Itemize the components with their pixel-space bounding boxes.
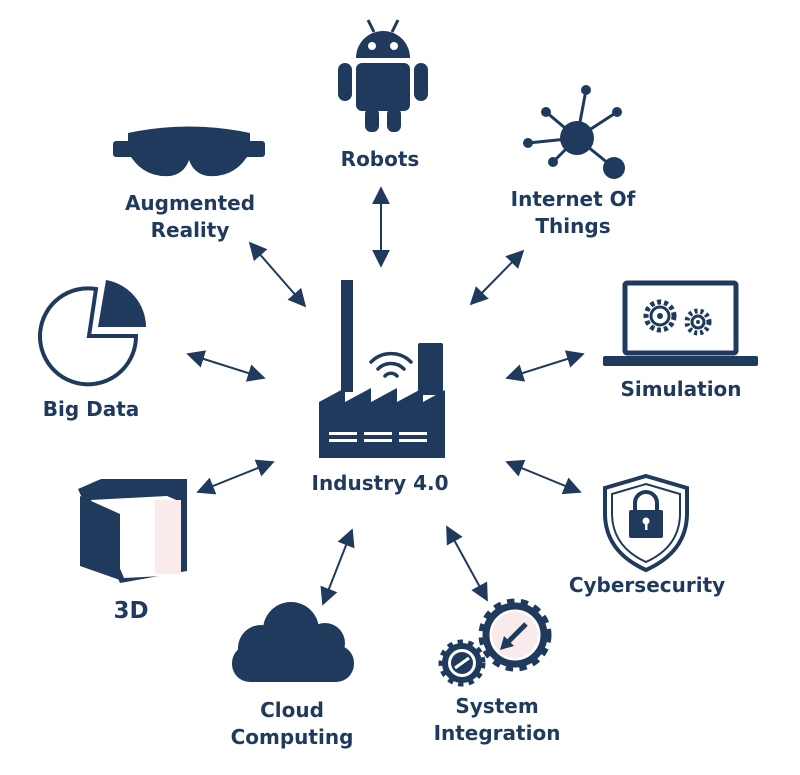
node-label-ar: Augmented Reality xyxy=(124,191,256,242)
ar-glasses-icon xyxy=(113,126,265,177)
center-label: Industry 4.0 xyxy=(311,471,449,495)
node-label-iot: Internet Of Things xyxy=(510,187,636,238)
node-label-3d: 3D xyxy=(113,598,149,624)
node-label-robots: Robots xyxy=(340,147,420,171)
node-label-cybersecurity: Cybersecurity xyxy=(568,573,726,597)
connector-cloud xyxy=(320,528,355,606)
cloud-icon xyxy=(232,602,354,682)
connector-sysint xyxy=(446,525,488,602)
connector-iot xyxy=(469,249,525,306)
wifi-icon xyxy=(369,351,413,378)
cube-icon xyxy=(78,479,187,583)
node-label-cloud: Cloud Computing xyxy=(230,698,354,749)
shield-lock-icon xyxy=(603,473,689,573)
network-nodes-icon xyxy=(523,85,625,179)
factory-icon xyxy=(319,280,445,458)
pie-chart-icon xyxy=(38,280,146,387)
node-label-sysint: System Integration xyxy=(433,694,561,745)
gears-icon xyxy=(438,598,552,687)
connector-3d xyxy=(196,459,275,495)
connector-cybersecurity xyxy=(505,459,582,495)
robot-icon xyxy=(338,19,428,132)
laptop-gears-icon xyxy=(603,280,758,366)
node-label-bigdata: Big Data xyxy=(42,397,140,421)
connector-simulation xyxy=(505,350,585,382)
connector-ar xyxy=(248,241,307,308)
connector-bigdata xyxy=(186,350,266,382)
connectors xyxy=(186,186,585,606)
node-label-simulation: Simulation xyxy=(620,377,742,401)
